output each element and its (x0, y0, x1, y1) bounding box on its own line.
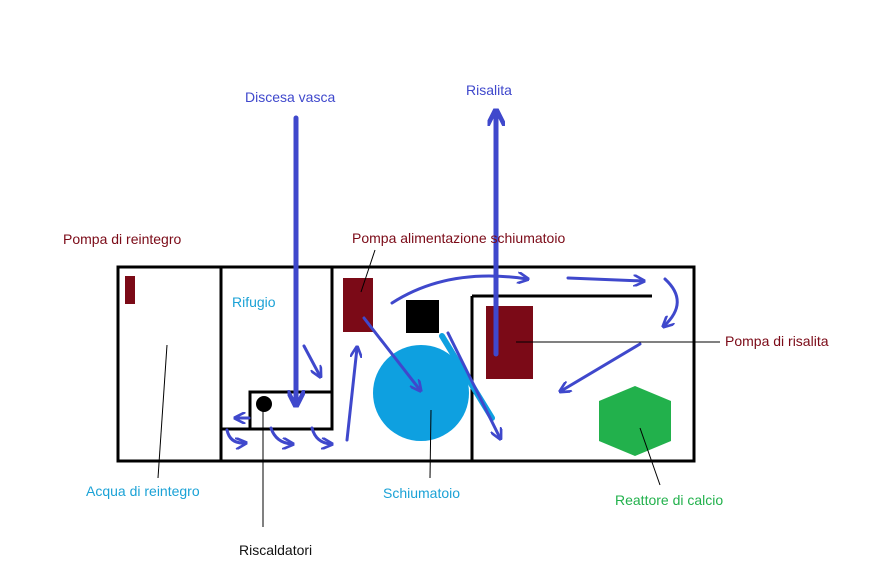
rifugio-flow-arrow (302, 344, 320, 376)
return-diagonal-arrow (561, 342, 642, 391)
skimmer-over-arrow (390, 276, 527, 305)
pompa-reintegro-icon (125, 276, 135, 304)
right-turn-arrow (664, 277, 679, 326)
label-pompa-risalita: Pompa di risalita (725, 333, 829, 349)
skimmer-outflow-arrow (446, 331, 500, 438)
label-pompa-alimentazione: Pompa alimentazione schiumatoio (352, 230, 565, 246)
leader-schiumatoio (429, 409, 432, 479)
reattore-calcio-icon (599, 386, 671, 456)
label-acqua-reintegro: Acqua di reintegro (86, 483, 200, 499)
skimmer-cup-icon (406, 300, 439, 333)
label-discesa-vasca: Discesa vasca (245, 89, 335, 105)
flow-arrows (225, 112, 679, 444)
rifugio-bottom-flow-1 (225, 428, 245, 443)
heater-icon (256, 396, 272, 412)
rifugio-bottom-flow-3 (310, 426, 331, 444)
leader-lines (157, 249, 720, 527)
rifugio-bottom-flow-2 (269, 426, 292, 444)
sump-tank (116, 265, 696, 463)
leader-pompa-alimentazione (360, 249, 376, 293)
label-risalita: Risalita (466, 82, 512, 98)
tank-outline (116, 265, 696, 463)
label-schiumatoio: Schiumatoio (383, 485, 460, 501)
top-flow-arrow (566, 278, 643, 281)
label-rifugio: Rifugio (232, 294, 276, 310)
leader-reattore (639, 427, 661, 486)
label-pompa-reintegro: Pompa di reintegro (63, 231, 182, 247)
pump-to-skimmer-arrow (362, 316, 420, 390)
label-reattore-calcio: Reattore di calcio (615, 492, 723, 508)
up-flow-arrow (345, 348, 357, 442)
leader-acqua-reintegro (157, 344, 168, 479)
label-riscaldatori: Riscaldatori (239, 542, 312, 558)
